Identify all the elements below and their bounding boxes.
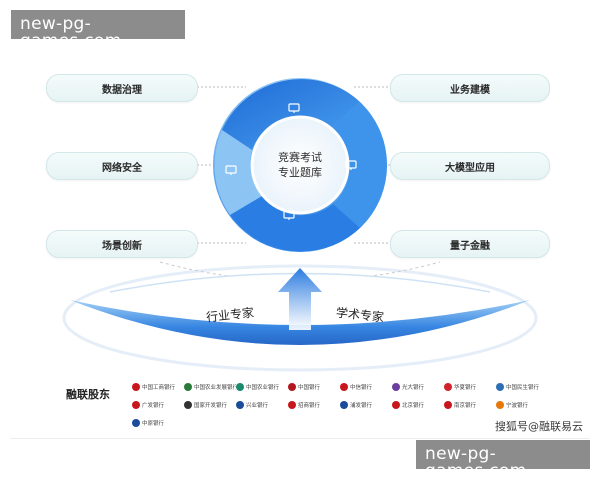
shareholder-logo: 南京银行 <box>444 399 496 410</box>
shareholder-logo-text: 中原银行 <box>142 420 165 427</box>
shareholder-logo: 浦发银行 <box>340 399 392 410</box>
shareholder-logo: 宁波银行 <box>496 399 548 410</box>
shareholder-logo: 中信银行 <box>340 381 392 392</box>
pill-llm-application: 大模型应用 <box>390 152 550 180</box>
divider <box>10 438 590 439</box>
shareholder-logo-text: 中国农业银行 <box>246 384 280 391</box>
ring <box>213 78 387 252</box>
bank-logo-icon <box>392 382 400 391</box>
shareholder-logo: 兴业银行 <box>236 399 288 410</box>
pill-network-security: 网络安全 <box>46 152 198 180</box>
shareholder-logo: 光大银行 <box>392 381 444 392</box>
bank-logo-icon <box>444 400 452 409</box>
watermark-top: new-pg-games.com <box>11 10 185 50</box>
arc-dashed <box>159 261 441 282</box>
shareholder-logo: 中国民生银行 <box>496 381 548 392</box>
shareholder-logo-text: 国家开发银行 <box>194 402 228 409</box>
bank-logo-icon <box>132 400 140 409</box>
source-label: 搜狐号@融联易云 <box>495 420 583 433</box>
shareholder-logo: 中国农业银行 <box>236 381 288 392</box>
pill-quantum-finance: 量子金融 <box>390 230 550 258</box>
shareholder-logo-text: 浦发银行 <box>350 402 373 409</box>
center-line-1: 竞赛考试 <box>278 151 322 164</box>
ring-segment-left <box>214 130 262 215</box>
up-arrow <box>278 268 322 330</box>
shareholder-logo-text: 南京银行 <box>454 402 477 409</box>
bank-logo-icon <box>132 382 140 391</box>
watermark-bottom: new-pg-games.com <box>416 440 590 480</box>
base-arcs <box>62 261 538 372</box>
shareholder-logo-text: 北京银行 <box>402 402 425 409</box>
shareholders-title: 融联股东 <box>66 388 110 401</box>
shareholder-logo-text: 招商银行 <box>298 402 321 409</box>
shareholder-logo-text: 中信银行 <box>350 384 373 391</box>
ring-segment-bottom <box>230 196 360 252</box>
shareholder-logo: 华夏银行 <box>444 381 496 392</box>
bank-logo-icon <box>236 400 244 409</box>
center-line-2: 专业题库 <box>278 166 322 179</box>
bank-logo-icon <box>184 382 192 391</box>
shareholder-logo-text: 宁波银行 <box>506 402 529 409</box>
ring-center <box>250 115 350 215</box>
bank-logo-icon <box>184 400 192 409</box>
shareholder-logo: 北京银行 <box>392 399 444 410</box>
shareholder-logo-text: 中国农业发展银行 <box>194 384 236 391</box>
bank-logo-icon <box>496 400 504 409</box>
shareholder-logo: 中原银行 <box>132 417 184 428</box>
bank-logo-icon <box>496 382 504 391</box>
shareholder-logo: 中国农业发展银行 <box>184 381 236 392</box>
pill-business-modeling: 业务建模 <box>390 74 550 102</box>
shareholder-logo: 招商银行 <box>288 399 340 410</box>
bank-logo-icon <box>444 382 452 391</box>
bank-logo-icon <box>340 400 348 409</box>
bank-logo-icon <box>288 400 296 409</box>
arc-shadow <box>62 264 538 372</box>
shareholder-logo: 广发银行 <box>132 399 184 410</box>
bank-logo-icon <box>288 382 296 391</box>
bank-logo-icon <box>236 382 244 391</box>
shareholder-logo-text: 广发银行 <box>142 402 165 409</box>
shareholder-logo-text: 中国民生银行 <box>506 384 540 391</box>
shareholder-logo-text: 光大银行 <box>402 384 425 391</box>
bank-logo-icon <box>132 418 140 427</box>
pill-data-governance: 数据治理 <box>46 74 198 102</box>
shareholder-logo: 国家开发银行 <box>184 399 236 410</box>
ring-segment-top <box>222 79 360 150</box>
shareholder-logo-text: 中国银行 <box>298 384 321 391</box>
bank-logo-icon <box>340 382 348 391</box>
shareholder-logo-text: 中国工商银行 <box>142 384 176 391</box>
arc-outer <box>70 300 530 345</box>
shareholder-logos: 中国工商银行 中国农业发展银行 中国农业银行 中国银行 中信银行 光大银行 华夏银行 中国民生… <box>132 381 552 428</box>
shareholder-logo: 中国银行 <box>288 381 340 392</box>
center-title: 竞赛考试 专业题库 <box>252 150 348 180</box>
ring-segment-right <box>331 102 387 228</box>
shareholder-logo-text: 华夏银行 <box>454 384 477 391</box>
shareholder-logo: 中国工商银行 <box>132 381 184 392</box>
bank-logo-icon <box>392 400 400 409</box>
pill-scenario-innovation: 场景创新 <box>46 230 198 258</box>
shareholder-logo-text: 兴业银行 <box>246 402 269 409</box>
monitor-icon <box>225 103 357 220</box>
